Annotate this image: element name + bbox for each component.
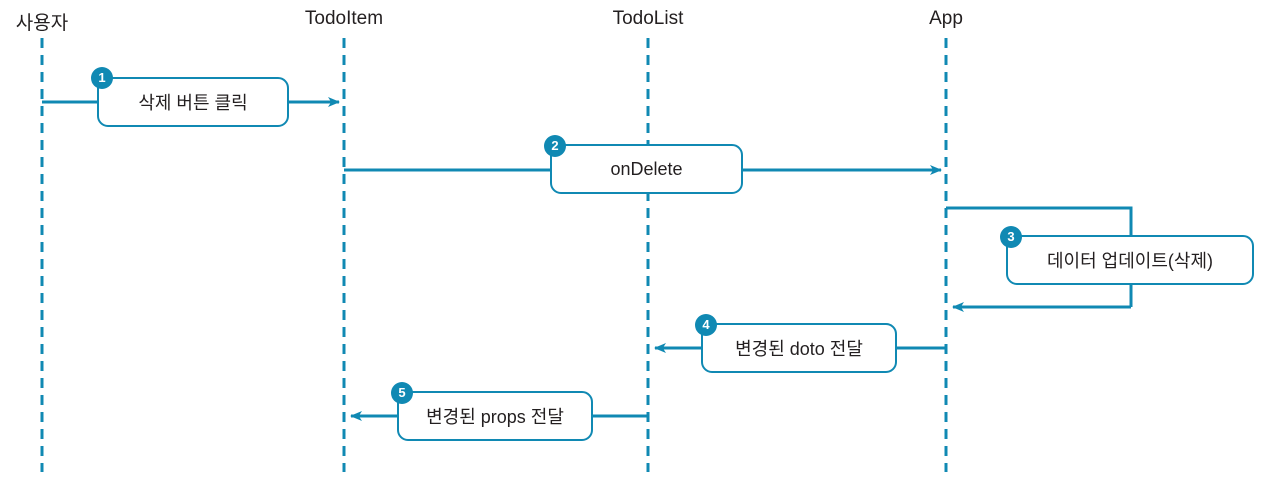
step-badges-layer bbox=[91, 67, 1022, 404]
step-badge-1-icon bbox=[91, 67, 113, 89]
messages-layer bbox=[42, 97, 1133, 421]
lifeline-label-app: App bbox=[929, 8, 963, 29]
step-badge-2-icon bbox=[544, 135, 566, 157]
message-boxes-layer bbox=[97, 77, 1254, 441]
lifeline-label-user: 사용자 bbox=[15, 13, 69, 34]
step-badge-3-icon bbox=[1000, 226, 1022, 248]
message-box-1[interactable] bbox=[97, 77, 289, 127]
step-badge-5-icon bbox=[391, 382, 413, 404]
lifeline-label-todoitem: TodoItem bbox=[304, 8, 384, 29]
message-box-2[interactable] bbox=[550, 144, 743, 194]
step-badge-4-icon bbox=[695, 314, 717, 336]
lifeline-label-todolist: TodoList bbox=[612, 8, 684, 29]
message-box-5[interactable] bbox=[397, 391, 593, 441]
message-box-4[interactable] bbox=[701, 323, 897, 373]
lifelines-layer bbox=[40, 38, 948, 472]
message-box-3[interactable] bbox=[1006, 235, 1254, 285]
